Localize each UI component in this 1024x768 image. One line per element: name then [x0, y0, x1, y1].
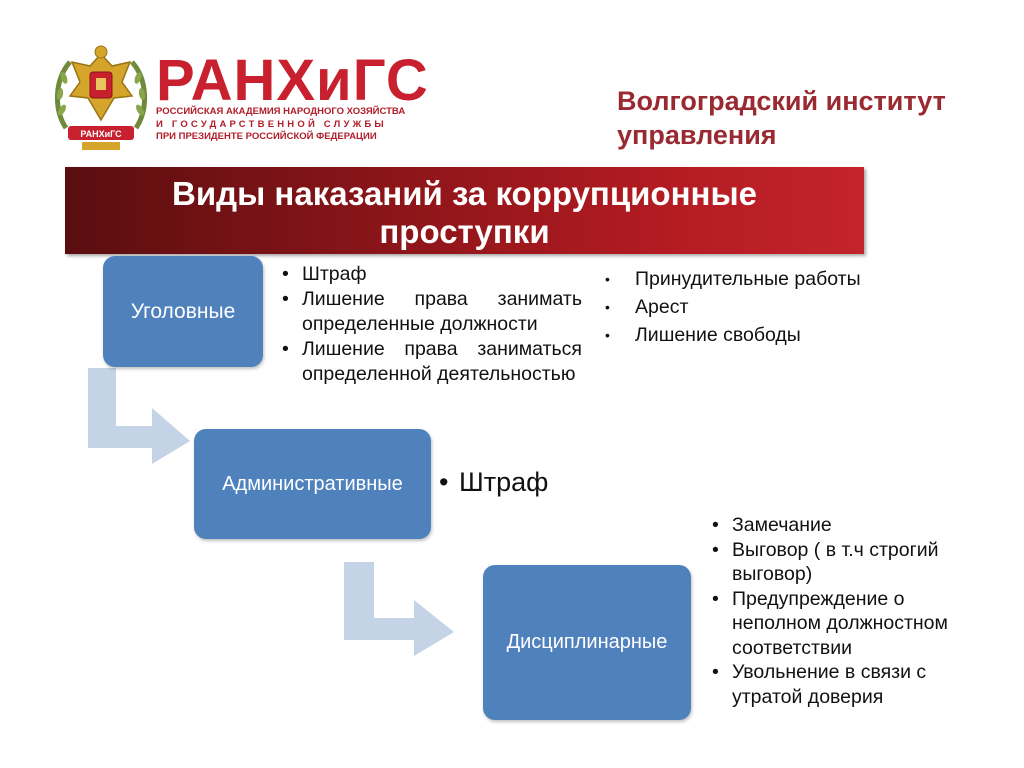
bent-arrow-1-icon	[88, 368, 190, 464]
institute-name: Волгоградский институт управления	[617, 84, 946, 152]
slide-title-line-1: Виды наказаний за коррупционные	[172, 175, 757, 212]
brand-subtitle: РОССИЙСКАЯ АКАДЕМИЯ НАРОДНОГО ХОЗЯЙСТВА …	[156, 106, 405, 144]
category-disciplinary-box: Дисциплинарные	[483, 565, 691, 720]
slide-title: Виды наказаний за коррупционные проступк…	[65, 175, 864, 251]
list-item: Предупреждение о неполном должностном со…	[710, 587, 980, 661]
list-item: Выговор ( в т.ч строгий выговор)	[710, 538, 980, 587]
list-item: Штраф	[437, 466, 637, 498]
brand-sub-line-1: РОССИЙСКАЯ АКАДЕМИЯ НАРОДНОГО ХОЗЯЙСТВА	[156, 106, 406, 117]
brand-name: РАНХиГС	[156, 48, 429, 113]
list-item: Лишение права занимать определенные долж…	[280, 287, 582, 337]
institute-line-2: управления	[617, 120, 777, 150]
brand-sub-line-3: ПРИ ПРЕЗИДЕНТЕ РОССИЙСКОЙ ФЕДЕРАЦИИ	[156, 131, 377, 142]
list-item: Арест	[603, 293, 943, 321]
administrative-penalties-list: Штраф	[437, 466, 637, 498]
emblem-ribbon-text: РАНХиГС	[80, 129, 122, 139]
title-banner: Виды наказаний за коррупционные проступк…	[65, 167, 864, 254]
category-administrative-box: Административные	[194, 429, 431, 539]
disciplinary-penalties-list: Замечание Выговор ( в т.ч строгий выгово…	[710, 513, 980, 709]
criminal-penalties-list-a: Штраф Лишение права занимать определенны…	[280, 262, 582, 387]
slide-title-line-2: проступки	[379, 213, 550, 250]
institute-line-1: Волгоградский институт	[617, 86, 946, 116]
bent-arrow-2-icon	[344, 562, 454, 656]
list-item: Штраф	[280, 262, 582, 287]
list-item: Лишение права заниматься определенной де…	[280, 337, 582, 387]
criminal-penalties-list-b: Принудительные работы Арест Лишение своб…	[603, 265, 943, 349]
list-item: Замечание	[710, 513, 980, 538]
list-item: Увольнение в связи с утратой доверия	[710, 660, 980, 709]
list-item: Принудительные работы	[603, 265, 943, 293]
brand-sub-line-2: И ГОСУДАРСТВЕННОЙ СЛУЖБЫ	[156, 118, 387, 130]
academy-emblem-logo: РАНХиГС	[52, 40, 150, 152]
category-criminal-box: Уголовные	[103, 256, 263, 367]
list-item: Лишение свободы	[603, 321, 943, 349]
